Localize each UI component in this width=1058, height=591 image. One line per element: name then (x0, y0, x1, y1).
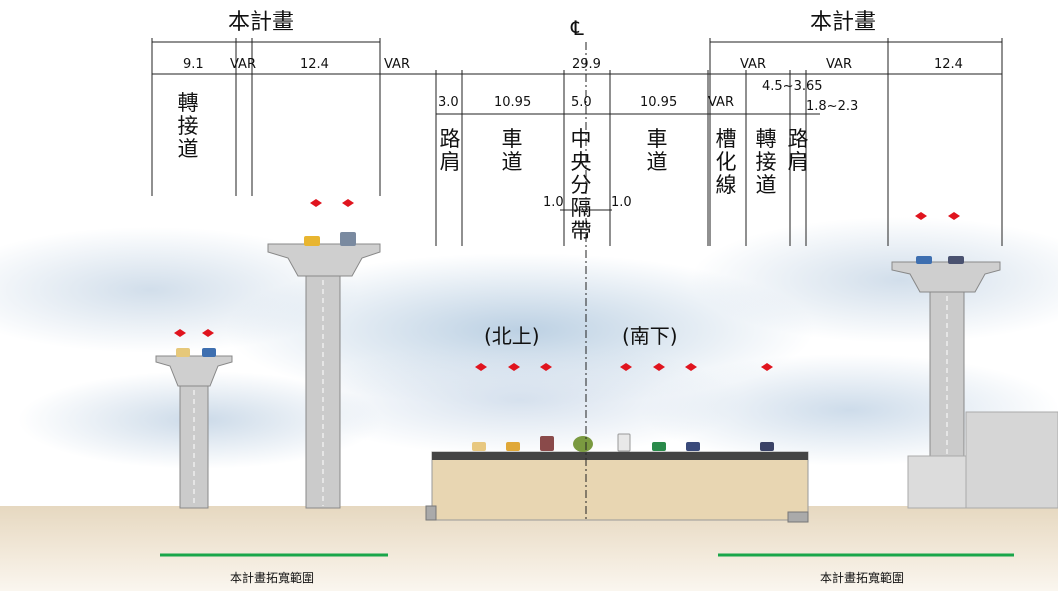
dim-left-a: 9.1 (183, 57, 204, 72)
lane-marker (653, 363, 665, 371)
label-median: 中央分隔帶 (570, 127, 592, 243)
lane-marker (915, 212, 927, 220)
dimension-lines (151, 38, 1003, 520)
label-ramp-left: 轉接道 (177, 91, 199, 161)
centerline-symbol: ℄ (571, 16, 584, 40)
direction-south: (南下) (622, 324, 678, 348)
dim-right-var1: VAR (740, 57, 766, 72)
dim-total: 29.9 (572, 57, 601, 72)
dim-var: VAR (708, 95, 734, 110)
dim-right-b: 12.4 (934, 57, 963, 72)
lane-marker (174, 329, 186, 337)
lane-marker (342, 199, 354, 207)
label-channel: 槽化線 (715, 127, 737, 197)
dim-median-left: 1.0 (543, 195, 564, 210)
lane-marker (475, 363, 487, 371)
dim-right-var2: VAR (826, 57, 852, 72)
lane-marker (508, 363, 520, 371)
label-shoulder-left: 路肩 (439, 127, 461, 174)
dim-shoulder-range: 1.8~2.3 (806, 99, 859, 114)
dim-median: 5.0 (571, 95, 592, 110)
lane-marker (620, 363, 632, 371)
dim-left-var: VAR (230, 57, 256, 72)
dim-median-right: 1.0 (611, 195, 632, 210)
dim-shoulder: 3.0 (438, 95, 459, 110)
direction-north: (北上) (484, 324, 540, 348)
lane-markers (174, 199, 960, 371)
left-high-viaduct (267, 243, 381, 509)
lane-marker (948, 212, 960, 220)
label-lane-left: 車道 (501, 127, 523, 174)
caption-right: 本計畫拓寬範圍 (820, 571, 905, 585)
building (907, 411, 1058, 509)
label-lane-right: 車道 (646, 127, 668, 174)
caption-left: 本計畫拓寬範圍 (230, 571, 315, 585)
title-right: 本計畫 (810, 10, 877, 35)
lane-marker (202, 329, 214, 337)
lane-marker (685, 363, 697, 371)
dim-left-b: 12.4 (300, 57, 329, 72)
left-low-viaduct (155, 355, 233, 509)
dim-lane-n: 10.95 (494, 95, 532, 110)
lane-marker (761, 363, 773, 371)
dim-ramp-range: 4.5~3.65 (762, 79, 823, 94)
dim-mid-var: VAR (384, 57, 410, 72)
title-left: 本計畫 (228, 10, 295, 35)
dim-lane-s: 10.95 (640, 95, 678, 110)
label-shoulder-right: 路肩 (787, 127, 809, 174)
vehicles (176, 232, 964, 452)
label-ramp-right: 轉接道 (755, 127, 777, 197)
sky-background (0, 170, 1058, 470)
lane-marker (310, 199, 322, 207)
embankment (425, 436, 809, 523)
lane-marker (540, 363, 552, 371)
